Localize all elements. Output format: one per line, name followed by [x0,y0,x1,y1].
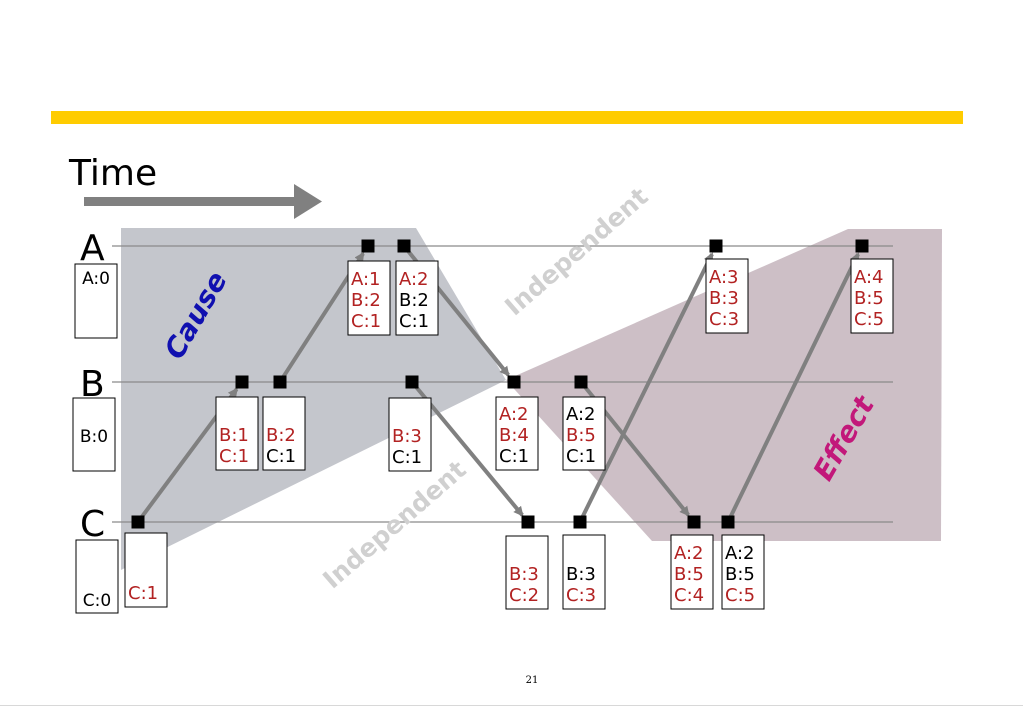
event-marker [721,515,735,529]
vector-clock-box [721,534,765,610]
initial-state-a: A:0 [74,263,118,339]
message-arrow-c5-to-a4 [728,252,860,518]
event-marker [507,375,521,389]
event-marker [235,375,249,389]
event-c3: B:3C:3 [562,515,606,610]
vector-clock-box [505,535,549,610]
event-marker [361,239,375,253]
event-marker [397,239,411,253]
message-arrow-b3-to-c2 [414,385,524,517]
vector-clock-box [850,258,894,334]
clock-entry: B:2 [266,425,296,446]
event-marker [855,239,869,253]
vector-clock-box [388,397,432,472]
event-a1: A:1B:2C:1 [347,239,391,336]
page-number: 21 [526,675,539,686]
event-c5: A:2B:5C:5 [721,515,765,610]
clock-entry: B:3 [566,564,596,585]
event-marker [273,375,287,389]
event-c4: A:2B:5C:4 [670,515,714,610]
clock-entry: C:4 [674,585,704,606]
event-b3: B:3C:1 [388,375,432,472]
vector-clock-box [562,534,606,610]
clock-entry: C:5 [854,309,884,330]
event-c1: C:1 [124,515,168,608]
clock-entry: C:3 [566,585,596,606]
clock-entry: B:5 [674,564,704,585]
clock-entry: C:5 [725,585,755,606]
clock-entry: B:2 [399,290,429,311]
clock-entry: B:3 [509,564,539,585]
clock-entry: B:3 [709,288,739,309]
time-arrow [84,184,322,219]
initial-state-c-text: C:0 [83,591,111,611]
event-a2: A:2B:2C:1 [395,239,439,336]
vector-clock-box [562,396,606,471]
vector-clock-box [495,396,539,471]
process-label-c: C [80,504,105,545]
event-marker [687,515,701,529]
event-b2: B:2C:1 [262,375,306,471]
bottom-rule [0,705,1023,706]
initial-state-b-text: B:0 [80,427,108,447]
events-layer: C:1B:1C:1B:2C:1A:1B:2C:1A:2B:2C:1B:3C:1A… [124,239,894,610]
clock-entry: C:3 [709,309,739,330]
clock-entry: C:1 [351,311,381,332]
clock-entry: A:1 [351,269,381,290]
message-arrow-c3-to-a3 [580,252,714,518]
accent-bar [51,111,963,124]
clock-entry: C:1 [566,446,596,467]
clock-entry: B:4 [499,425,529,446]
initial-state-c: C:0 [75,539,119,614]
event-marker [709,239,723,253]
clock-entry: A:4 [854,267,884,288]
vector-clock-box [262,396,306,471]
vector-clock-box [670,534,714,610]
cause-region [121,228,506,570]
time-label: Time [68,153,157,194]
independent-label-top: Independent [499,182,653,321]
event-a3: A:3B:3C:3 [705,239,749,334]
clock-entry: B:5 [566,425,596,446]
event-marker [131,515,145,529]
clock-entry: C:1 [392,447,422,468]
event-b4: A:2B:4C:1 [495,375,539,471]
event-marker [405,375,419,389]
clock-entry: B:1 [219,425,249,446]
clock-entry: A:2 [499,404,529,425]
initial-state-a-text: A:0 [82,269,110,289]
clock-entry: B:5 [725,564,755,585]
clock-entry: C:1 [499,446,529,467]
vector-clock-box [347,260,391,336]
event-marker [521,515,535,529]
clock-entry: B:3 [392,426,422,447]
clock-entry: A:2 [674,543,704,564]
clock-entry: A:2 [725,543,755,564]
clock-entry: B:2 [351,290,381,311]
vector-clock-box [395,260,439,336]
event-b5: A:2B:5C:1 [562,375,606,471]
event-a4: A:4B:5C:5 [850,239,894,334]
clock-entry: C:1 [399,311,429,332]
vector-clock-box [215,396,259,471]
clock-entry: A:2 [399,269,429,290]
event-c2: B:3C:2 [505,515,549,610]
event-b1: B:1C:1 [215,375,259,471]
event-marker [573,515,587,529]
independent-label-bottom: Independent [317,455,471,594]
process-label-a: A [80,228,105,269]
clock-entry: C:2 [509,585,539,606]
vector-clock-box [124,532,168,608]
clock-entry: C:1 [219,446,249,467]
clock-entry: A:3 [709,267,739,288]
initial-state-b: B:0 [72,397,116,472]
clock-entry: A:2 [566,404,596,425]
event-marker [574,375,588,389]
vector-clock-box [705,258,749,334]
clock-entry: C:1 [128,583,158,604]
clock-entry: B:5 [854,288,884,309]
clock-entry: C:1 [266,446,296,467]
